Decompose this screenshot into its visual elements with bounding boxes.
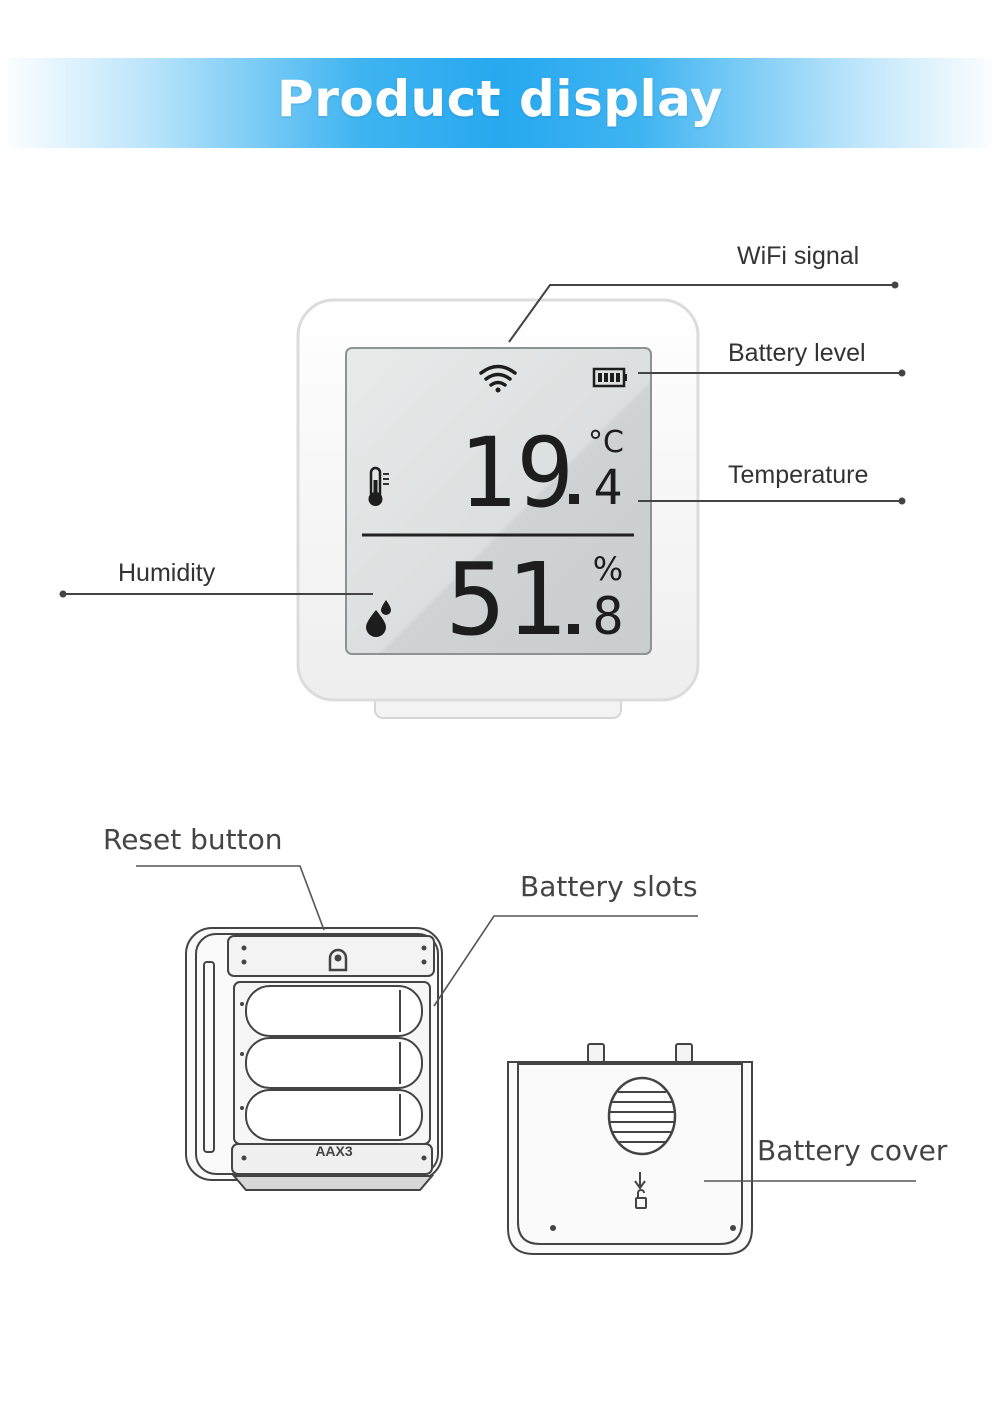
battery-slots-callout-line [433,915,698,1007]
battery-slots [245,985,423,1141]
thermometer-icon [368,466,389,506]
wifi-callout-line [508,284,895,343]
humidity-decimal: 8 [592,587,623,647]
label-temperature: Temperature [728,461,869,489]
humidity-unit: % [593,550,623,588]
humidity-callout-dot [59,590,67,598]
temperature-unit: °C [588,425,624,460]
battery-marking: AAX3 [315,1143,353,1159]
temperature-callout-dot [898,497,906,505]
temperature-decimal-point [569,494,579,504]
open-arrow-icon [634,1172,646,1190]
label-reset-button: Reset button [103,823,283,856]
unlock-icon [635,1197,647,1209]
battery-cover-device [507,1043,753,1255]
label-battery-level: Battery level [728,339,866,367]
back-device-open [185,927,443,1191]
water-drop-icon [366,600,391,637]
page-title: Product display [277,70,723,128]
battery-icon [592,367,627,388]
back-callout-lines [136,865,916,1182]
label-battery-cover: Battery cover [757,1134,948,1167]
label-wifi-signal: WiFi signal [737,242,860,270]
humidity-integer: 51 [446,541,566,658]
label-battery-slots: Battery slots [520,870,698,903]
temperature-decimal: 4 [594,460,623,516]
wifi-icon [479,364,517,393]
label-humidity: Humidity [118,559,216,587]
temperature-integer: 19 [458,417,574,529]
wifi-callout-dot [891,281,899,289]
humidity-decimal-point [568,624,579,634]
front-device: 19 4 °C 51 8 % [296,298,700,719]
vent-grille [607,1076,677,1156]
mount-hole [328,948,348,972]
battery-callout-dot [898,369,906,377]
header-banner [0,58,1000,148]
front-callout-lines [63,284,902,595]
reset-callout-line [136,865,325,931]
